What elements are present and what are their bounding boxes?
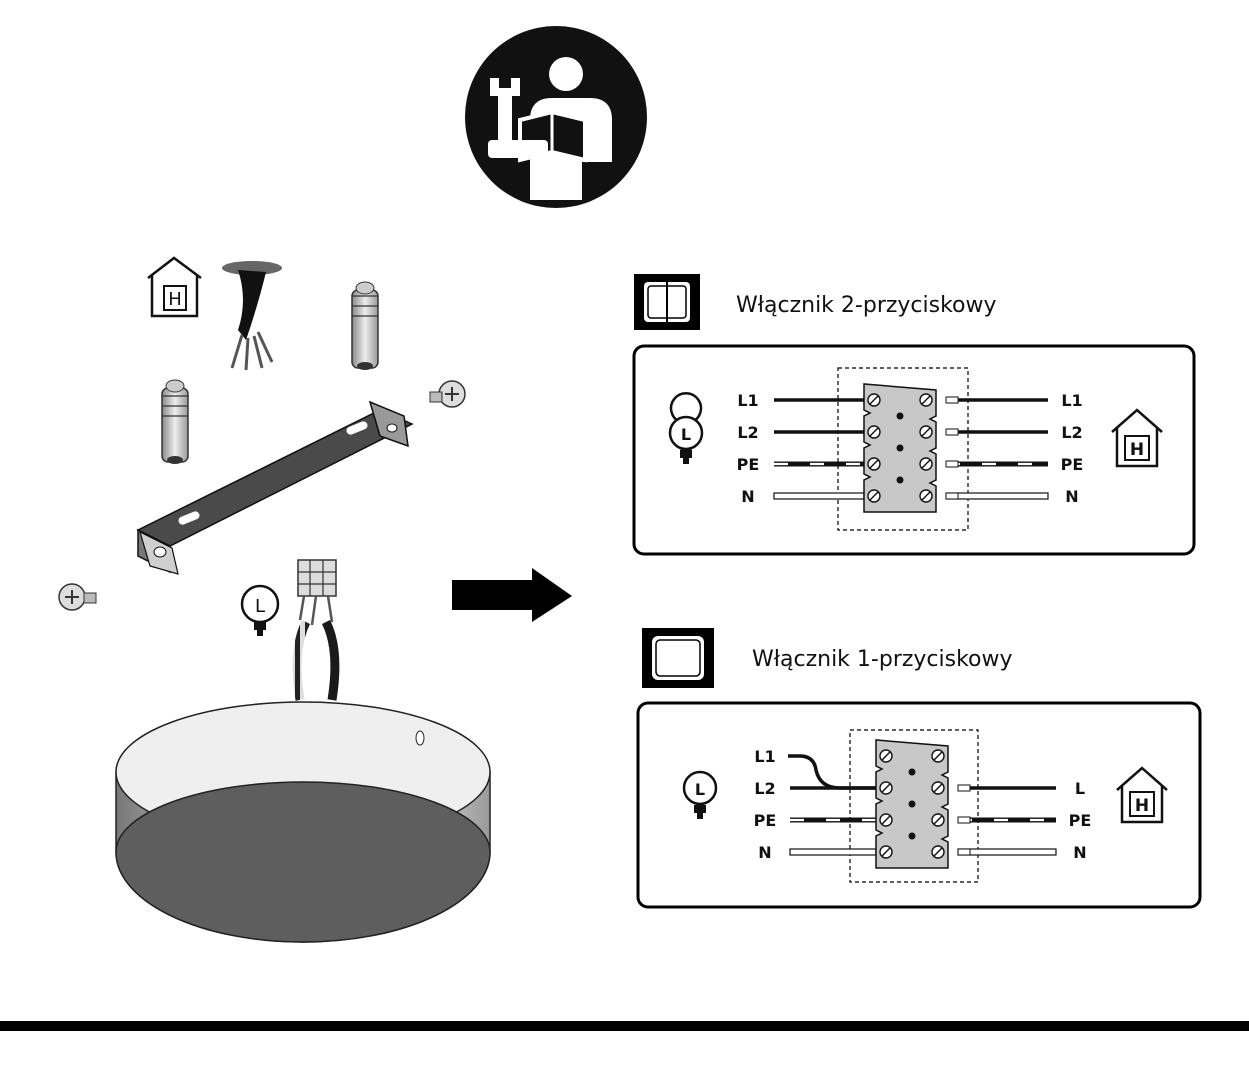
switch-1-header: Włącznik 1-przyciskowy xyxy=(642,628,1013,688)
terminal-dot xyxy=(908,768,916,776)
bulb-icon: L xyxy=(682,770,718,819)
house-icon: H xyxy=(1116,766,1168,824)
terminal-block xyxy=(863,383,937,513)
terminal-dot xyxy=(908,832,916,840)
lamp-letter: L xyxy=(695,780,705,799)
single-switch-icon xyxy=(642,628,714,688)
lamp-cable xyxy=(292,619,340,701)
wire-label: L1 xyxy=(737,391,758,410)
house-letter: H xyxy=(168,289,182,310)
wire-label: N xyxy=(758,843,771,862)
mounting-bracket xyxy=(136,400,414,575)
bottom-rule xyxy=(0,1021,1249,1031)
wire-label: L xyxy=(1075,779,1085,798)
arrow-right-icon xyxy=(452,568,572,622)
double-switch-icon xyxy=(634,274,700,330)
terminal-dot xyxy=(908,800,916,808)
wire-label: L2 xyxy=(754,779,775,798)
wire-label: L1 xyxy=(754,747,775,766)
wire-label: L1 xyxy=(1061,391,1082,410)
wire-label: PE xyxy=(1069,811,1092,830)
terminal-dot xyxy=(896,476,904,484)
wire-n xyxy=(957,848,1057,856)
wire-label: N xyxy=(1065,487,1078,506)
wire-n xyxy=(945,492,1049,500)
switch-1-title: Włącznik 1-przyciskowy xyxy=(752,647,1013,672)
bulb-icon: L xyxy=(240,584,280,636)
wire-label: PE xyxy=(1061,455,1084,474)
ceiling-cable xyxy=(222,261,282,371)
wire-label: L2 xyxy=(737,423,758,442)
terminal-block xyxy=(875,739,949,869)
terminal-dot xyxy=(896,444,904,452)
terminal-dot xyxy=(896,412,904,420)
house-icon: H xyxy=(147,256,202,318)
house-letter: H xyxy=(1130,440,1144,460)
lamp-letter: L xyxy=(681,425,691,444)
wall-plug xyxy=(161,379,189,464)
wire-label: N xyxy=(1073,843,1086,862)
terminal-block xyxy=(297,559,337,626)
screw-icon xyxy=(58,583,97,611)
screw-icon xyxy=(429,380,466,408)
house-icon: H xyxy=(1111,408,1163,468)
wire-n xyxy=(789,848,877,856)
wire-label: N xyxy=(741,487,754,506)
house-letter: H xyxy=(1135,796,1149,816)
lamp-letter: L xyxy=(255,596,265,617)
ceiling-canopy xyxy=(115,701,491,943)
bulb-icon: L xyxy=(668,392,704,464)
wall-plug xyxy=(351,281,379,370)
wire-label: L2 xyxy=(1061,423,1082,442)
read-manual-icon xyxy=(465,26,647,208)
wire-n xyxy=(773,492,865,500)
wire-label: PE xyxy=(737,455,760,474)
wire-label: PE xyxy=(754,811,777,830)
switch-2-title: Włącznik 2-przyciskowy xyxy=(736,293,997,318)
switch-2-header: Włącznik 2-przyciskowy xyxy=(634,274,997,330)
